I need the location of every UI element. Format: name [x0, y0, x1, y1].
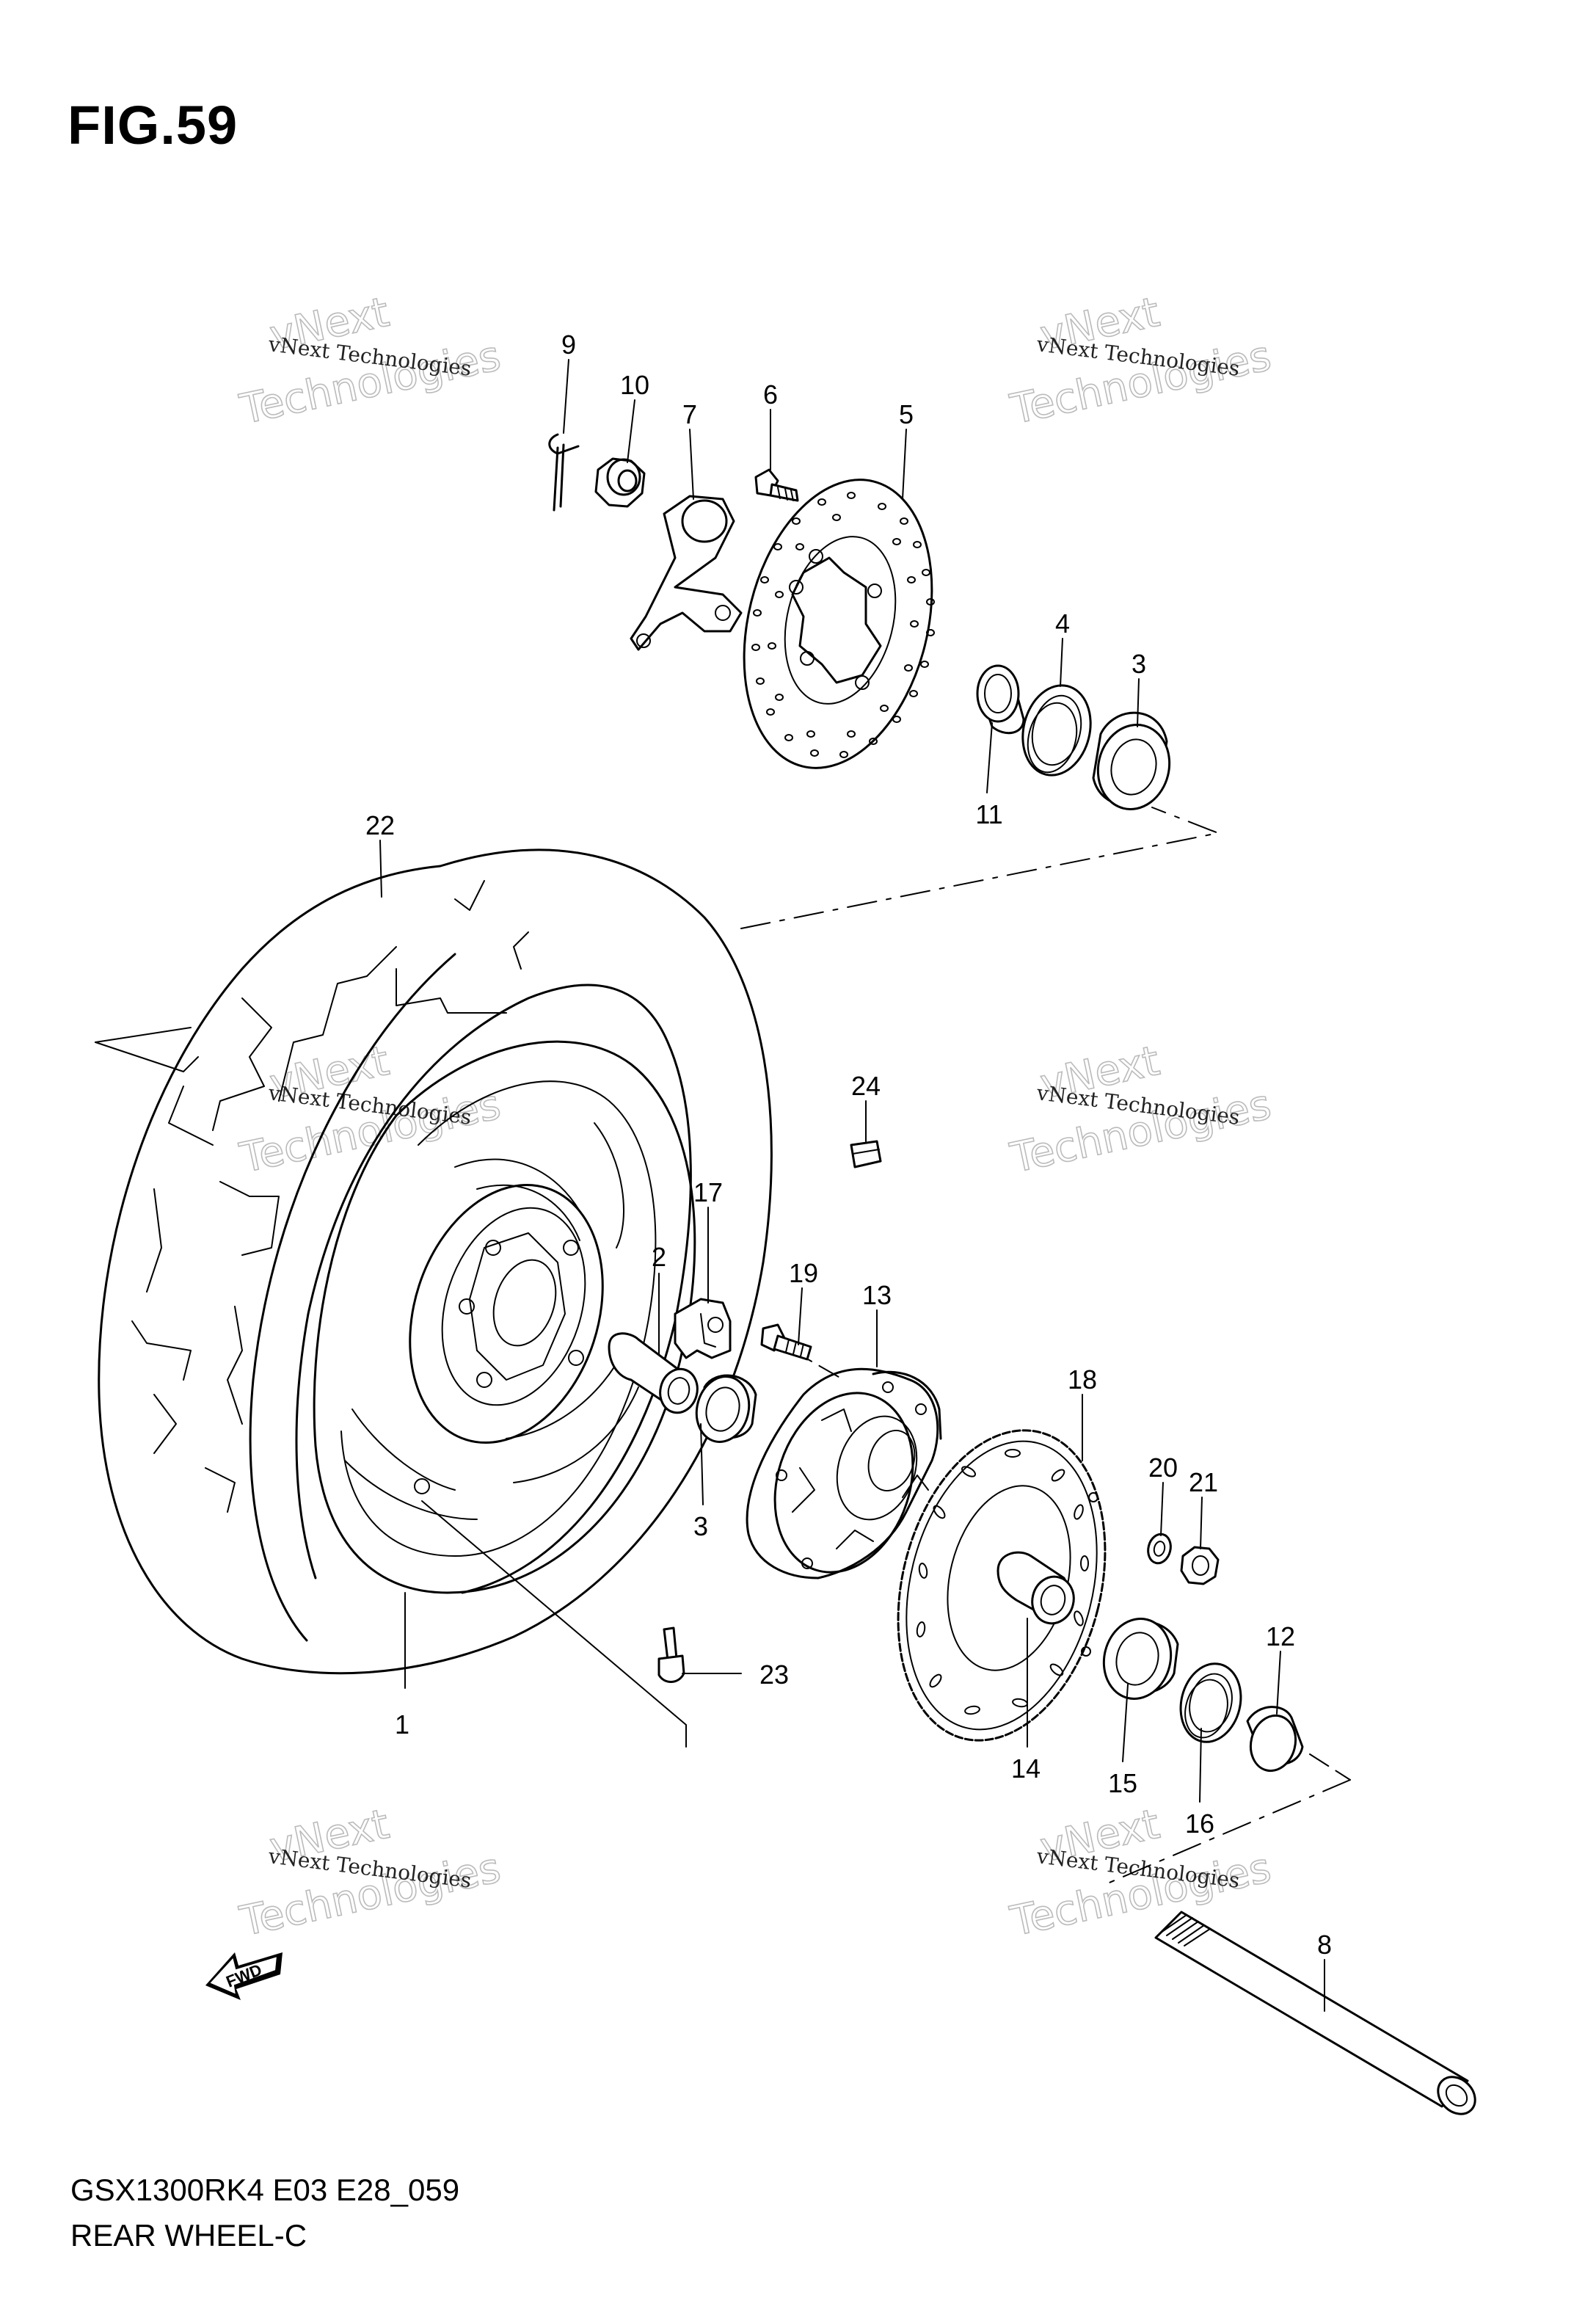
rear-sprocket — [897, 1429, 1107, 1742]
callout-9: 9 — [561, 330, 576, 360]
callout-1: 1 — [395, 1709, 409, 1740]
callout-17: 17 — [693, 1177, 723, 1207]
callout-6: 6 — [763, 379, 778, 410]
washer — [1147, 1533, 1172, 1565]
leader-lines — [379, 359, 1325, 2012]
spacer-12 — [1246, 1706, 1304, 1773]
callout-15: 15 — [1108, 1768, 1137, 1798]
callout-3-lower: 3 — [693, 1511, 708, 1541]
callout-11: 11 — [975, 799, 1002, 829]
callout-7: 7 — [682, 399, 697, 429]
oil-seal-16 — [1179, 1662, 1242, 1743]
axle — [1154, 1911, 1476, 2115]
brake-disc — [743, 479, 935, 769]
bearing-3-lower — [695, 1374, 757, 1443]
callout-19: 19 — [789, 1258, 818, 1288]
oil-seal-4 — [1021, 684, 1092, 777]
callout-8: 8 — [1317, 1930, 1332, 1960]
callout-labels: 1 2 3 3 4 5 6 7 8 9 10 11 12 13 14 15 16… — [365, 330, 1332, 1960]
callout-24: 24 — [851, 1071, 881, 1101]
sprocket-mounting-drum — [746, 1367, 942, 1579]
nut — [1180, 1546, 1220, 1585]
cushion — [674, 1298, 732, 1359]
callout-10: 10 — [620, 370, 649, 400]
valve — [657, 1626, 685, 1683]
model-code: GSX1300RK4 E03 E28_059 — [70, 2173, 460, 2207]
callout-22: 22 — [365, 810, 395, 840]
callout-16: 16 — [1185, 1808, 1214, 1839]
callout-21: 21 — [1189, 1467, 1218, 1497]
callout-20: 20 — [1148, 1453, 1178, 1483]
callout-18: 18 — [1068, 1364, 1097, 1395]
disc-bolt — [754, 468, 799, 502]
axle-nut — [594, 457, 646, 508]
bearing-15 — [1102, 1618, 1179, 1700]
retainer — [996, 1551, 1075, 1625]
spacer-2 — [608, 1332, 699, 1414]
balancer-weight — [850, 1140, 882, 1168]
callout-5: 5 — [899, 399, 914, 429]
tire — [95, 848, 773, 1675]
stud-bolt — [760, 1323, 812, 1361]
page-title: FIG.59 — [68, 95, 238, 156]
callout-4: 4 — [1055, 608, 1070, 639]
fwd-arrow-icon: FWD — [205, 1952, 283, 2000]
callout-23: 23 — [759, 1660, 789, 1690]
callout-2: 2 — [652, 1242, 666, 1272]
callout-14: 14 — [1011, 1753, 1041, 1784]
caliper-bracket — [630, 495, 743, 651]
callout-13: 13 — [862, 1280, 892, 1310]
spacer-11 — [976, 664, 1025, 735]
section-name: REAR WHEEL-C — [70, 2218, 307, 2253]
cotter-pin — [548, 433, 580, 512]
bearing-3-top — [1092, 711, 1171, 810]
callout-12: 12 — [1266, 1621, 1295, 1651]
callout-3-top: 3 — [1132, 649, 1146, 679]
